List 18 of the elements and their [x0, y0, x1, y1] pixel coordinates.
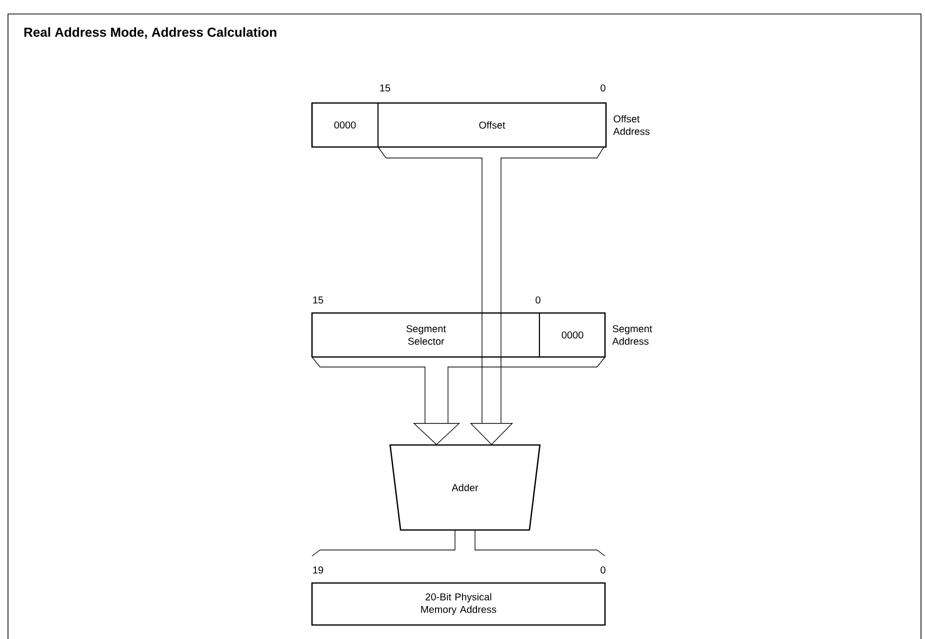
bus-arrow: [312, 356, 606, 445]
bit-number: 15: [313, 296, 324, 304]
bit-number: 0: [536, 296, 540, 304]
register-field: Segment Selector: [406, 325, 446, 345]
register-name: Segment Address: [612, 325, 652, 345]
bit-number: 15: [380, 84, 390, 92]
bus-lines: [312, 530, 606, 556]
register-field: 0000: [311, 102, 379, 148]
bit-number: 0: [600, 566, 606, 574]
title: Real Address Mode, Address Calculation: [24, 27, 276, 39]
register-field: 0000: [538, 312, 584, 358]
register-box: 20-Bit Physical Memory Address: [311, 582, 606, 626]
register-field: Offset: [479, 121, 506, 129]
register-name: Offset Address: [613, 115, 650, 135]
adder-trapezoid: Adder: [389, 444, 541, 531]
bit-number: 19: [313, 566, 324, 574]
bus-arrow: [378, 146, 604, 445]
bit-number: 0: [600, 84, 606, 92]
